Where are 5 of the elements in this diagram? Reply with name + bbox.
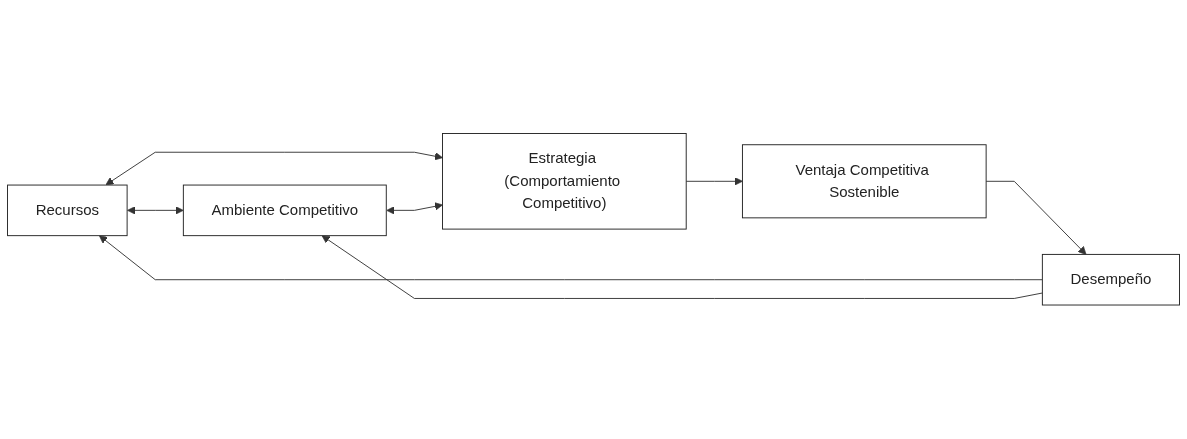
- node-box: Recursos: [7, 184, 128, 237]
- node-box: Ventaja Competitiva Sostenible: [741, 144, 987, 219]
- node-box: Estrategia (Comportamiento Competitivo): [442, 133, 687, 230]
- node-box: Ambiente Competitivo: [182, 184, 387, 237]
- node-box: Desempeño: [1041, 254, 1180, 306]
